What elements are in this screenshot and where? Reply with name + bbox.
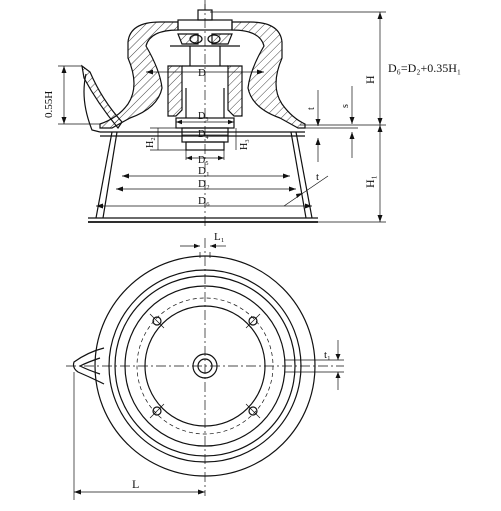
label-t: t [306,107,317,110]
label-s: s [340,104,351,108]
label-D2: D₂ [198,178,210,190]
hub-right [227,65,243,117]
dim-D3-arrows [176,119,234,125]
label-H: H [363,75,377,84]
formula-text: D₆=D₂+0.35H₁ [388,61,461,75]
hub-circle [144,305,266,427]
label-H1: H₁ [363,175,377,188]
head-circle [124,285,286,447]
bolt-hole-sw [152,406,162,416]
roller-1 [189,34,203,44]
whelp-top-view [72,347,105,385]
dim-t-arrows [315,119,321,145]
whelp-top-inner [78,357,101,375]
bolt-hole-se [248,406,258,416]
drum-rim-circle [114,275,296,457]
label-D3: D₃ [198,111,209,122]
top-view: t₁ L₁ L [66,231,344,500]
bolt-mark-se [245,403,261,419]
lower-body-inner [102,131,307,219]
dim-s-arrows [349,117,355,139]
label-H3: H₃ [239,139,250,150]
bolt-mark-ne [245,313,261,329]
lower-body-outline [95,131,313,219]
label-t-wall: t [316,171,319,183]
spindle-outer-circle [192,353,218,379]
label-D-inner: D [198,67,206,79]
label-D4: D₄ [198,129,209,140]
bolt-mark-nw [149,313,165,329]
label-H2: H₂ [145,137,156,148]
dim-t-wall-arrow [296,193,303,198]
dim-L1-arrows [194,243,216,249]
whelp-left [81,64,123,130]
drum-wall-right [231,21,306,129]
bolt-mark-sw [149,403,165,419]
bolt-hole-nw [152,316,162,326]
label-t1: t₁ [324,349,331,361]
bolt-hole-ne [248,316,258,326]
dim-t1-arrows [335,354,341,378]
bearing-right [211,33,233,45]
whelp-outline [83,73,101,133]
label-D5: D₅ [198,155,209,166]
label-D6: D₆ [198,195,210,207]
spindle-inner-circle [197,358,213,374]
bolt-circle [136,297,274,435]
label-L1: L₁ [214,231,225,243]
label-L: L [132,477,139,491]
dim-t-wall-leader [283,175,329,207]
label-0-55H: 0.55H [43,91,55,118]
dim-055H-arrows [61,66,67,124]
side-view: D D₃ D₄ D₅ D₁ D₂ D₆ H₂ H₃ [43,0,461,228]
drum-outer-circle [108,269,302,463]
roller-2 [207,34,221,44]
bearing-left [177,33,199,45]
base-outer-circle [94,255,316,477]
label-D1: D₁ [198,165,210,177]
hub-left [167,65,183,117]
